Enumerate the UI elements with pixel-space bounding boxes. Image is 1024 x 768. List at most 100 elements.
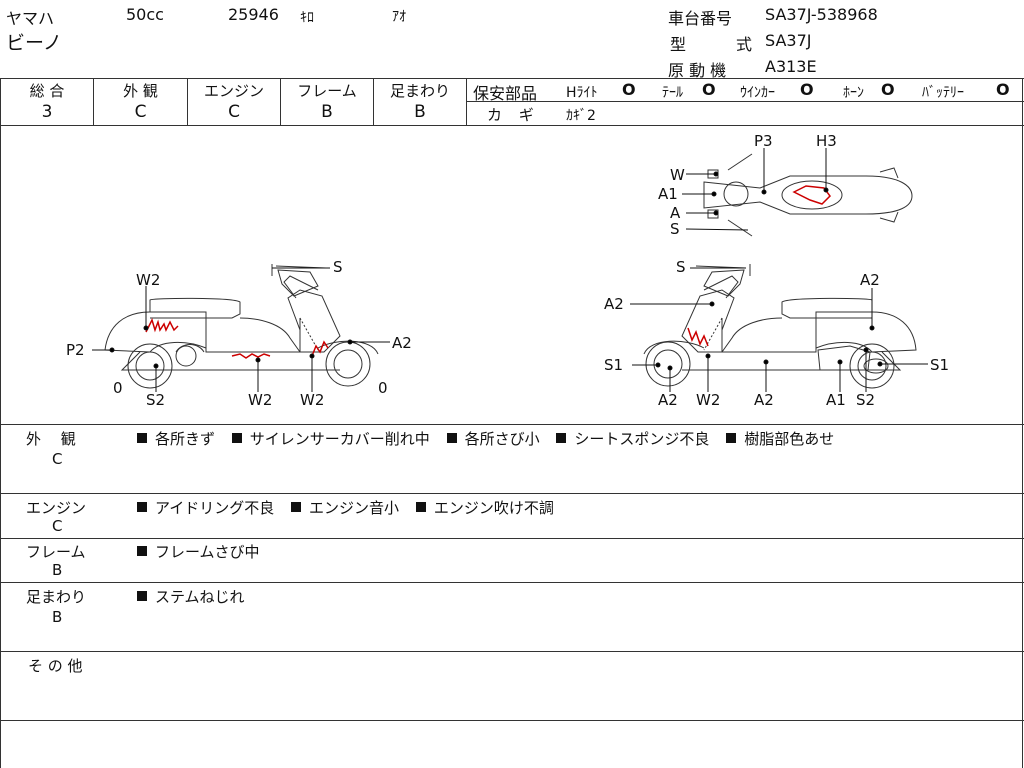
diagram-label: W [670,166,685,184]
mileage: 25946 [228,5,279,24]
remark-item: エンジン音小 [309,499,400,517]
displacement: 50cc [126,5,164,24]
remark-item: 樹脂部色あせ [744,430,835,448]
remark-items: フレームさび中 [137,541,260,562]
divider [373,78,374,125]
model-name: ビーノ [6,32,62,54]
engine-value: A313E [765,57,817,76]
divider [0,424,1024,425]
mileage-unit: ｷﾛ [300,10,314,26]
diagram-label: S1 [604,356,623,374]
remark-item: 各所きず [155,430,216,448]
engine-label: 原 動 機 [668,61,727,80]
damage-mark [792,185,831,205]
diagram-label: P2 [66,341,85,359]
color: ｱｵ [392,9,406,25]
border [0,78,1,768]
bullet-icon [137,591,147,601]
safety-mark-horn: O [881,80,895,99]
diagram-label: S [676,258,686,276]
key-label: カ ギ [487,106,540,124]
remark-item: 各所さび小 [464,430,540,448]
diagram-label: 0 [113,379,123,397]
key-value: ｶｷﾞ2 [566,108,596,124]
bullet-icon [291,502,302,512]
grade-value-overall: 3 [41,102,53,122]
grade-label-frame: フレーム [297,82,357,100]
grade-value-suspension: B [414,102,426,122]
grade-label-engine: エンジン [203,82,264,100]
damage-mark [311,340,329,357]
bullet-icon [231,433,242,443]
diagram-label: W2 [300,391,324,409]
type-label-2: 式 [736,35,753,54]
damage-mark [145,317,179,333]
remark-items: 各所きず サイレンサーカバー削れ中 各所さび小 シートスポンジ不良 樹脂部色あせ [137,428,834,449]
safety-item-winker: ｳｲﾝｶｰ [740,85,775,101]
bullet-icon [137,433,147,443]
remark-label: 外 観 [26,430,76,448]
diagram-label: A [670,204,681,222]
safety-mark-headlight: O [622,80,636,99]
right-leader-lines [630,267,928,392]
remark-item: サイレンサーカバー削れ中 [249,430,430,448]
diagram-label: W2 [696,391,720,409]
safety-item-horn: ﾎｰﾝ [843,85,864,101]
remark-grade: B [52,608,63,626]
divider [0,720,1024,721]
safety-label: 保安部品 [473,84,538,103]
divider [187,78,188,125]
diagram-label: P3 [754,132,773,150]
safety-item-headlight: Hﾗｲﾄ [566,85,598,101]
remark-items: ステムねじれ [137,586,245,607]
remark-label: エンジン [26,499,87,517]
diagram-label: A2 [392,334,412,352]
safety-item-battery: ﾊﾞｯﾃﾘｰ [922,85,964,101]
bullet-icon [726,433,737,443]
remark-label: フレーム [26,543,86,561]
grade-value-exterior: C [134,102,147,122]
bullet-icon [446,433,457,443]
scooter-diagram: W2 S P2 A2 0 0 S2 W2 W2 P3 H3 W A1 A S [66,132,949,409]
diagram-label: S1 [930,356,949,374]
right-side-view [643,264,917,389]
bullet-icon [137,546,147,556]
grade-label-suspension: 足まわり [389,82,450,100]
bullet-icon [415,502,426,512]
divider [466,78,467,125]
damage-mark [231,353,271,359]
diagram-label: W2 [136,271,160,289]
grade-value-engine: C [228,102,240,122]
bullet-icon [137,502,147,512]
safety-item-taillight: ﾃｰﾙ [662,85,683,101]
remark-item: エンジン吹け不調 [433,499,554,517]
divider [0,78,1024,79]
divider [0,651,1024,652]
left-leader-lines [92,267,390,392]
divider [0,582,1024,583]
remark-grade: B [52,561,63,579]
remark-items: アイドリング不良 エンジン音小 エンジン吹け不調 [137,497,554,518]
diagram-label: H3 [816,132,837,150]
diagram-label: A2 [754,391,774,409]
maker: ヤマハ [6,9,55,28]
diagram-label: A1 [826,391,846,409]
diagram-label: S [670,220,680,238]
top-view [703,153,913,237]
diagram-label: 0 [378,379,388,397]
divider [93,78,94,125]
frame-no-label: 車台番号 [668,9,733,28]
remark-label: そ の 他 [28,657,83,675]
diagram-label: A2 [860,271,880,289]
type-value: SA37J [765,31,812,50]
divider [280,78,281,125]
grade-label-exterior: 外 観 [123,82,158,100]
bullet-icon [556,433,567,443]
divider [0,538,1024,539]
remark-item: アイドリング不良 [155,499,275,517]
remark-grade: C [52,450,63,468]
diagram-label: A2 [658,391,678,409]
diagram-label: A1 [658,185,678,203]
divider [0,493,1024,494]
diagram-label: S [333,258,343,276]
